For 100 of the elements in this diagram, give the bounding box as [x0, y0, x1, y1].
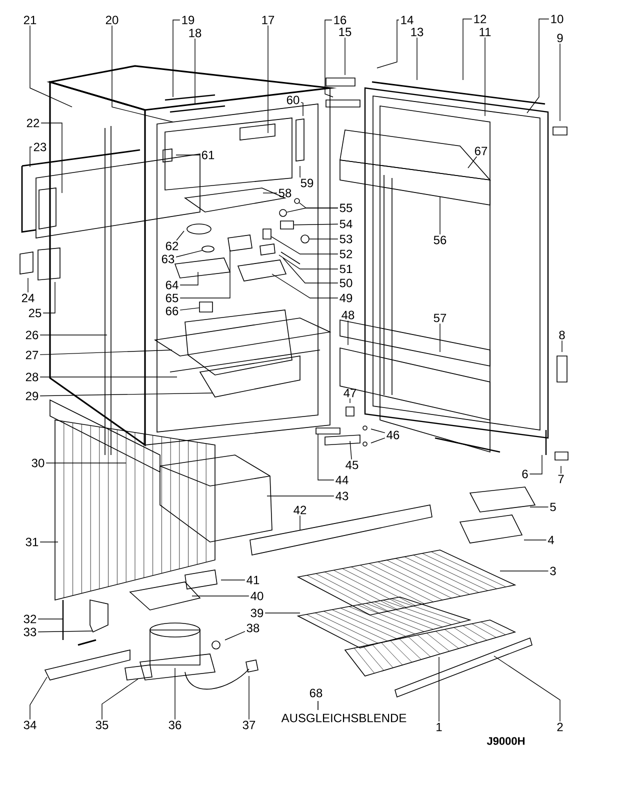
callout-number: 40 [250, 592, 264, 600]
leader-line [462, 18, 472, 80]
leader-line [300, 102, 304, 116]
callout-number: 12 [474, 14, 486, 24]
callout-number: 49 [340, 294, 352, 302]
leader-line [500, 570, 549, 572]
leader-line [172, 20, 180, 98]
callout-number: 24 [22, 294, 34, 302]
callout-number: 22 [26, 118, 40, 128]
leader-line [30, 676, 48, 720]
leader-line [526, 18, 550, 114]
callout-number: 47 [344, 388, 356, 398]
knob [279, 209, 287, 217]
callout-number: 11 [480, 28, 491, 36]
leader-line [176, 154, 200, 156]
callout-number: 67 [474, 146, 488, 156]
callout-number: 30 [32, 458, 44, 468]
leader-line [40, 334, 108, 336]
leader-line [298, 202, 338, 208]
callout-number: 18 [189, 28, 202, 38]
callout-number: 41 [246, 576, 260, 584]
leader-line [350, 440, 352, 460]
callout-number: 50 [340, 278, 352, 288]
callout-number: 63 [162, 254, 174, 264]
callout-number: 35 [96, 720, 108, 730]
leader-line [40, 122, 62, 194]
leader-line [262, 192, 278, 194]
leader-line [272, 274, 338, 298]
callout-number: 54 [340, 220, 352, 228]
callout-number: 43 [336, 492, 348, 500]
callout-number: 57 [434, 314, 446, 322]
callout-number: 2 [557, 722, 563, 732]
leader-line [271, 236, 338, 254]
leader-line [294, 224, 338, 226]
callout-number: 9 [557, 34, 563, 42]
leader-line [309, 238, 338, 240]
callout-number: 20 [106, 16, 118, 24]
callout-number: 5 [550, 502, 556, 512]
callout-number: 52 [340, 250, 352, 258]
callout-number: 8 [559, 330, 565, 340]
callout-number: 37 [242, 720, 256, 730]
callout-number: 62 [166, 242, 178, 250]
leader-line [224, 631, 246, 640]
callout-number: 28 [26, 372, 38, 382]
callout-number: 25 [28, 308, 42, 318]
callout-number: 10 [551, 14, 564, 24]
callout-number: 58 [278, 188, 292, 198]
leader-line [560, 466, 562, 474]
leader-line [174, 668, 176, 720]
callout-number: 3 [550, 566, 556, 576]
callout-number: 4 [548, 536, 554, 544]
callout-number: 17 [262, 16, 274, 24]
callout-number: 23 [34, 142, 46, 152]
leader-line [278, 254, 338, 270]
callout-number: 33 [24, 628, 36, 636]
leader-line [248, 676, 250, 720]
leader-line [194, 38, 196, 104]
callout-number: 21 [24, 16, 36, 24]
leader-line [180, 307, 200, 310]
leader-line [282, 258, 338, 284]
drawing-code: J9000H [486, 737, 525, 745]
leader-line [112, 25, 174, 122]
callout-number: 48 [342, 310, 354, 320]
callout-number: 55 [340, 204, 352, 212]
callout-number: 66 [166, 306, 178, 316]
leader-line [40, 350, 172, 356]
callout-number: 64 [166, 280, 178, 290]
leader-line [468, 156, 478, 168]
leader-line [42, 282, 56, 314]
leader-line [416, 37, 418, 80]
leader-line [484, 37, 486, 116]
callout-number: 56 [434, 236, 446, 244]
screw [294, 198, 300, 204]
leader-line [370, 438, 386, 444]
leader-line [102, 678, 138, 720]
leader-line [38, 618, 64, 620]
callout-number: 53 [340, 234, 352, 244]
leader-line [40, 392, 214, 396]
leader-line [300, 166, 301, 178]
leader-line [30, 146, 32, 168]
callout-number: 26 [26, 330, 38, 340]
callout-number: 42 [294, 506, 306, 514]
leader-line [38, 630, 94, 632]
leader-line [324, 20, 334, 98]
callout-number: 6 [522, 470, 528, 478]
clip [262, 228, 272, 240]
leader-line [438, 656, 440, 722]
callout-number: 34 [24, 720, 36, 730]
leader-line [40, 376, 178, 378]
leader-line [264, 612, 300, 614]
callout-number: 13 [411, 28, 424, 36]
leader-line [30, 25, 72, 108]
callout-number: 36 [168, 720, 182, 730]
leader-line [530, 506, 549, 508]
callout-number: 44 [336, 476, 348, 484]
part-name: AUSGLEICHSBLENDE [281, 714, 406, 722]
callout-number: 16 [334, 16, 346, 24]
callout-number: 39 [250, 608, 264, 618]
callout-number: 7 [558, 474, 564, 484]
callout-number: 1 [436, 722, 442, 732]
